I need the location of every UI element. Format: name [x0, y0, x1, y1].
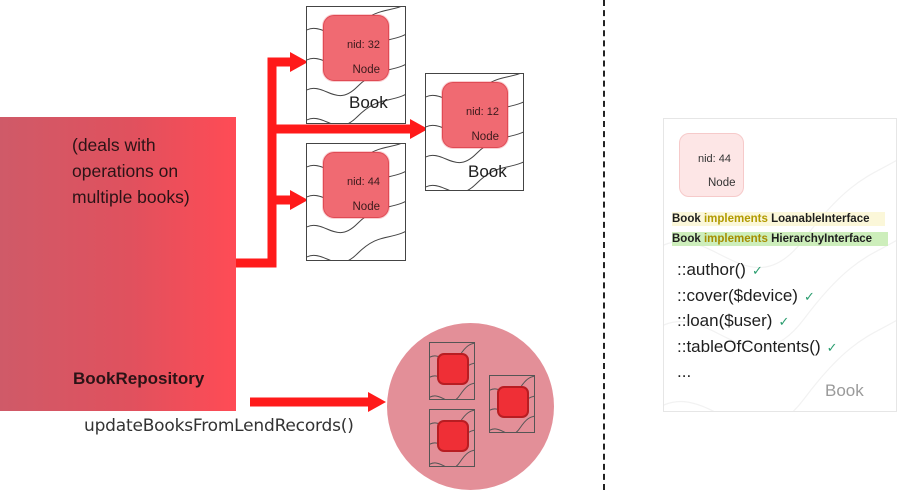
- detail-node-nid: nid: 44: [698, 153, 732, 165]
- impl-keyword: implements: [703, 233, 768, 245]
- arrowhead-batch: [368, 392, 386, 412]
- detail-node-label: Node: [708, 177, 736, 189]
- detail-node-box: nid: 44 Node: [679, 133, 744, 197]
- method-name: ::tableOfContents(): [677, 336, 821, 356]
- node-nid: nid: 12: [465, 106, 499, 118]
- detail-book-label: Book: [825, 381, 864, 400]
- repository-title: BookRepository: [73, 369, 205, 388]
- mini-book: [429, 342, 475, 400]
- impl-subject: Book: [672, 213, 701, 225]
- method-item: ::loan($user) ✓: [677, 309, 838, 335]
- impl-subject: Book: [672, 233, 701, 245]
- batch-books-circle: [387, 323, 554, 490]
- node-nid: nid: 32: [346, 39, 380, 51]
- node-box: nid: 12 Node: [442, 82, 508, 148]
- check-icon: ✓: [751, 263, 763, 278]
- method-name: ::author(): [677, 260, 746, 279]
- node-label: Node: [471, 131, 500, 143]
- book-card: nid: 44 Node: [306, 143, 406, 261]
- book-label: Book: [349, 93, 388, 112]
- implements-loanable: Book implements LoanableInterface: [672, 212, 885, 226]
- repository-description: (deals with operations on multiple books…: [72, 135, 190, 207]
- check-icon: ✓: [778, 314, 790, 329]
- node-label: Node: [352, 64, 381, 76]
- method-name: ::cover($device): [677, 285, 798, 305]
- impl-keyword: implements: [703, 213, 768, 225]
- arrowhead-book-32: [290, 52, 308, 72]
- method-item: ::author() ✓: [677, 258, 838, 284]
- mini-node: [437, 420, 469, 452]
- arrowhead-book-44: [290, 190, 308, 210]
- mini-node: [497, 386, 529, 418]
- method-name: ::loan($user): [677, 311, 773, 330]
- arrow-to-book-32: [236, 57, 292, 268]
- impl-interface: HierarchyInterface: [771, 233, 873, 245]
- batch-method-label: updateBooksFromLendRecords(): [84, 416, 354, 436]
- mini-book: [429, 409, 475, 467]
- mini-book: [489, 375, 535, 433]
- arrowhead-book-12: [410, 119, 428, 139]
- mini-node: [437, 353, 469, 385]
- book-card: nid: 32 Node Book: [306, 6, 406, 124]
- book-card: nid: 12 Node Book: [425, 73, 524, 191]
- node-box: nid: 44 Node: [323, 152, 389, 218]
- node-label: Node: [352, 201, 381, 213]
- method-item: ::cover($device) ✓: [677, 284, 838, 310]
- book-repository-box: [0, 117, 236, 411]
- section-divider: [603, 0, 605, 490]
- book-label: Book: [468, 162, 507, 181]
- check-icon: ✓: [826, 339, 838, 355]
- method-item: ::tableOfContents() ✓: [677, 335, 838, 361]
- impl-interface: LoanableInterface: [771, 213, 870, 225]
- method-list: ::author()✓ ::cover($device)✓ ::loan($us…: [677, 258, 838, 385]
- check-icon: ✓: [803, 288, 815, 304]
- implements-hierarchy: Book implements HierarchyInterface: [672, 232, 888, 246]
- node-box: nid: 32 Node: [323, 15, 389, 81]
- node-nid: nid: 44: [346, 176, 380, 188]
- method-ellipsis: ...: [677, 362, 692, 381]
